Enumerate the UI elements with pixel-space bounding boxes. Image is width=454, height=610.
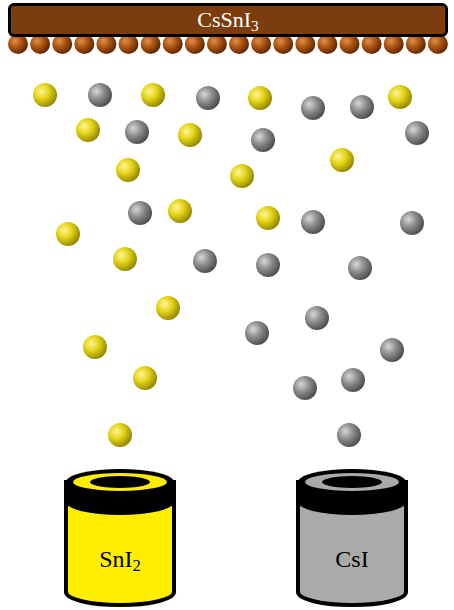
- csi-molecule: [128, 201, 152, 225]
- csi-molecule: [293, 376, 317, 400]
- csi-molecule: [251, 128, 275, 152]
- sni2-molecule: [133, 366, 157, 390]
- crucible-shape: [295, 466, 409, 608]
- source-label: CsI: [335, 546, 368, 573]
- sni2-molecule: [256, 206, 280, 230]
- sni2-molecule: [230, 164, 254, 188]
- deposited-atom: [340, 34, 360, 54]
- sni2-molecule: [108, 423, 132, 447]
- csi-molecule: [193, 249, 217, 273]
- csi-molecule: [380, 338, 404, 362]
- deposited-atom: [362, 34, 382, 54]
- sni2-molecule: [83, 335, 107, 359]
- csi-molecule: [256, 253, 280, 277]
- csi-molecule: [337, 423, 361, 447]
- csi-molecule: [348, 256, 372, 280]
- sni2-molecule: [33, 83, 57, 107]
- csi-molecule: [405, 121, 429, 145]
- deposited-atom: [163, 34, 183, 54]
- sni2-molecule: [330, 148, 354, 172]
- deposited-atom: [384, 34, 404, 54]
- sni2-molecule: [248, 86, 272, 110]
- deposited-atom: [207, 34, 227, 54]
- deposited-atom: [8, 34, 28, 54]
- source-label: SnI2: [99, 546, 141, 573]
- sni2-molecule: [168, 199, 192, 223]
- deposited-atom: [229, 34, 249, 54]
- deposited-atom: [317, 34, 337, 54]
- deposited-atom: [30, 34, 50, 54]
- csi-molecule: [305, 306, 329, 330]
- deposited-atom: [141, 34, 161, 54]
- sni2-crucible: SnI2: [63, 466, 177, 608]
- deposited-atom: [74, 34, 94, 54]
- substrate-bar: CsSnI3: [8, 3, 448, 37]
- deposited-atom: [96, 34, 116, 54]
- sni2-molecule: [116, 158, 140, 182]
- csi-molecule: [301, 96, 325, 120]
- deposited-atom: [295, 34, 315, 54]
- sni2-molecule: [113, 247, 137, 271]
- csi-molecule: [341, 368, 365, 392]
- sni2-molecule: [388, 85, 412, 109]
- deposited-atom: [52, 34, 72, 54]
- deposited-atom: [273, 34, 293, 54]
- csi-molecule: [88, 83, 112, 107]
- deposited-atom: [251, 34, 271, 54]
- deposited-atom: [185, 34, 205, 54]
- deposited-atom: [428, 34, 448, 54]
- sni2-molecule: [156, 296, 180, 320]
- csi-molecule: [196, 86, 220, 110]
- deposited-atom: [119, 34, 139, 54]
- csi-molecule: [301, 210, 325, 234]
- csi-molecule: [400, 211, 424, 235]
- csi-molecule: [125, 120, 149, 144]
- sni2-molecule: [56, 222, 80, 246]
- crucible-shape: [63, 466, 177, 608]
- sni2-molecule: [76, 118, 100, 142]
- csi-molecule: [245, 321, 269, 345]
- sni2-molecule: [141, 83, 165, 107]
- sni2-molecule: [178, 123, 202, 147]
- substrate-label: CsSnI3: [197, 7, 259, 33]
- csi-crucible: CsI: [295, 466, 409, 608]
- csi-molecule: [350, 95, 374, 119]
- deposited-atom: [406, 34, 426, 54]
